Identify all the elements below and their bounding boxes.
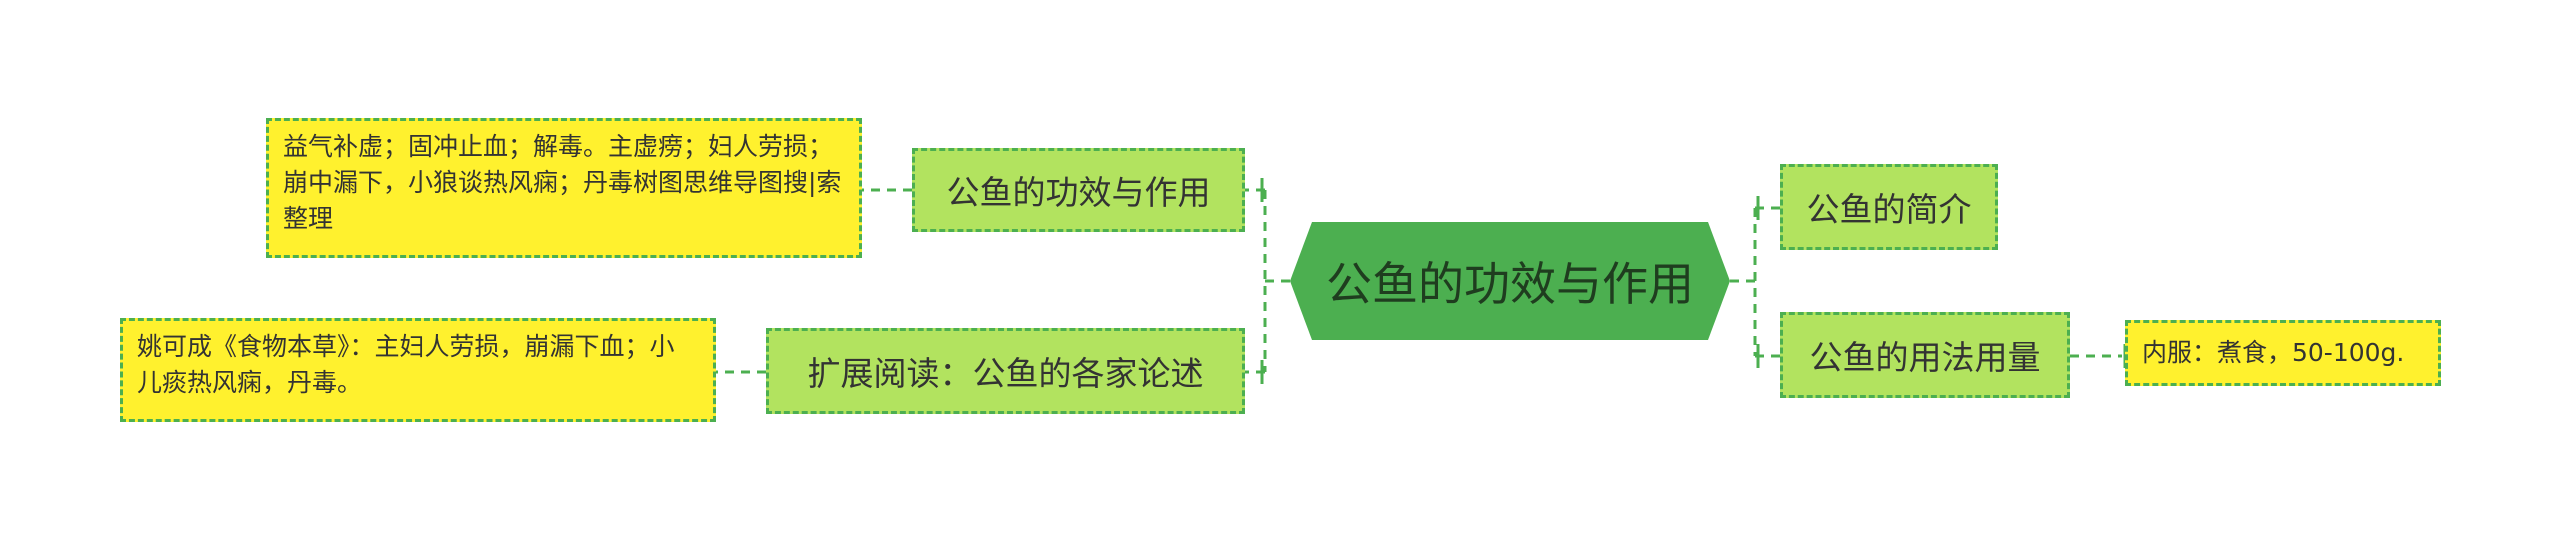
- leaf-text: 内服：煮食，50-100g.: [2142, 338, 2405, 367]
- leaf-effects-detail[interactable]: 益气补虚；固冲止血；解毒。主虚痨；妇人劳损；崩中漏下，小狼谈热风痫；丹毒树图思维…: [266, 118, 862, 258]
- root-label: 公鱼的功效与作用: [1326, 257, 1694, 311]
- topic-label: 公鱼的功效与作用: [946, 173, 1211, 212]
- topic-label: 公鱼的用法用量: [1809, 338, 2041, 377]
- leaf-usage-dosage-detail[interactable]: 内服：煮食，50-100g.: [2125, 320, 2441, 386]
- topic-extended-reading[interactable]: 扩展阅读：公鱼的各家论述: [766, 328, 1245, 414]
- leaf-text: 益气补虚；固冲止血；解毒。主虚痨；妇人劳损；崩中漏下，小狼谈热风痫；丹毒树图思维…: [283, 132, 842, 233]
- root-node[interactable]: 公鱼的功效与作用: [1290, 222, 1730, 340]
- leaf-text: 姚可成《食物本草》：主妇人劳损，崩漏下血；小儿痰热风痫，丹毒。: [137, 332, 675, 397]
- topic-introduction[interactable]: 公鱼的简介: [1780, 164, 1998, 250]
- topic-effects-and-uses[interactable]: 公鱼的功效与作用: [912, 148, 1245, 232]
- root-hexagon: [1290, 222, 1730, 340]
- topic-label: 公鱼的简介: [1806, 190, 1972, 229]
- connector-root-right: [1730, 208, 1757, 356]
- connector-root-left: [1263, 190, 1290, 372]
- leaf-extended-reading-detail[interactable]: 姚可成《食物本草》：主妇人劳损，崩漏下血；小儿痰热风痫，丹毒。: [120, 318, 716, 422]
- topic-usage-dosage[interactable]: 公鱼的用法用量: [1780, 312, 2070, 398]
- topic-label: 扩展阅读：公鱼的各家论述: [807, 354, 1204, 393]
